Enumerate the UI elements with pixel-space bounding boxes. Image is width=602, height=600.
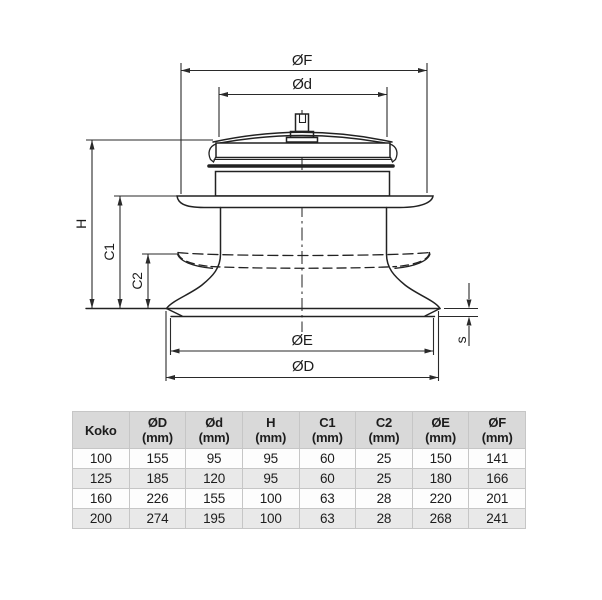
header-unit: (mm) — [481, 430, 513, 445]
vent-cap-outline — [85, 113, 441, 318]
col-header-od-outer: ØD (mm) — [128, 411, 187, 449]
table-cell: 166 — [468, 468, 526, 489]
table-cell: 100 — [241, 488, 300, 509]
col-header-koko: Koko — [72, 411, 130, 449]
table-cell: 60 — [298, 468, 357, 489]
table-cell: 28 — [355, 508, 413, 529]
table-row: 160 226 155 100 63 28 220 201 — [72, 488, 526, 509]
table-cell: 95 — [185, 448, 243, 469]
table-cell: 95 — [241, 468, 300, 489]
base-bevel-left — [165, 307, 183, 317]
table-cell: 200 — [72, 508, 130, 529]
table-cell: 268 — [411, 508, 470, 529]
header-unit: (mm) — [311, 430, 343, 445]
table-cell: 125 — [72, 468, 130, 489]
label-s: s — [453, 336, 469, 343]
vent-cap-drawing-svg: ØF Ød H C1 C2 ØE ØD s — [73, 52, 478, 381]
neck-upper — [214, 170, 391, 197]
table-cell: 120 — [185, 468, 243, 489]
upper-flange — [176, 195, 434, 209]
table-cell: 155 — [185, 488, 243, 509]
header-unit: (mm) — [368, 430, 400, 445]
table-cell: 220 — [411, 488, 470, 509]
table-row: 125 185 120 95 60 25 180 166 — [72, 468, 526, 489]
technical-drawing: ØF Ød H C1 C2 ØE ØD s — [73, 52, 478, 381]
table-cell: 63 — [298, 488, 357, 509]
dimension-of — [180, 63, 428, 194]
table-cell: 226 — [128, 488, 187, 509]
header-label: Koko — [84, 422, 117, 438]
table-cell: 25 — [355, 448, 413, 469]
dome-inner — [219, 134, 386, 144]
dimension-c2 — [142, 253, 178, 309]
header-unit: (mm) — [198, 430, 230, 445]
header-unit: (mm) — [425, 430, 457, 445]
right-clip — [389, 143, 398, 164]
table-cell: 60 — [298, 448, 357, 469]
skirt-right — [385, 206, 441, 310]
dimension-table: Koko ØD (mm) Ød (mm) H (mm) C1 (mm) — [72, 411, 526, 529]
header-label: C2 — [375, 415, 393, 430]
table-cell: 155 — [128, 448, 187, 469]
label-c1: C1 — [101, 243, 117, 261]
table-cell: 274 — [128, 508, 187, 529]
header-label: Ød — [205, 415, 223, 430]
skirt-left — [165, 206, 222, 310]
header-unit: (mm) — [255, 430, 287, 445]
dimension-od-outer — [165, 311, 440, 381]
table-cell: 28 — [355, 488, 413, 509]
header-label: C1 — [319, 415, 336, 430]
dimension-oe — [169, 318, 435, 355]
col-header-c2: C2 (mm) — [355, 411, 413, 449]
table-cell: 95 — [241, 448, 300, 469]
dome-outer — [212, 131, 393, 143]
dimension-table-container: Koko ØD (mm) Ød (mm) H (mm) C1 (mm) — [72, 411, 526, 529]
knob-plate — [285, 136, 319, 143]
label-oe: ØE — [291, 332, 312, 349]
table-cell: 100 — [241, 508, 300, 529]
dimension-h — [86, 139, 213, 309]
table-cell: 141 — [468, 448, 526, 469]
table-cell: 195 — [185, 508, 243, 529]
header-label: H — [266, 415, 276, 430]
hidden-ring — [176, 251, 431, 269]
table-cell: 241 — [468, 508, 526, 529]
label-od-big: ØD — [292, 358, 314, 375]
header-label: ØF — [488, 415, 507, 430]
table-cell: 100 — [72, 448, 130, 469]
table-cell: 150 — [411, 448, 470, 469]
col-header-h: H (mm) — [241, 411, 300, 449]
base-bevel-right — [424, 307, 441, 317]
dimension-s — [438, 283, 478, 346]
header-unit: (mm) — [141, 430, 173, 445]
left-clip — [208, 143, 217, 164]
table-row: 100 155 95 95 60 25 150 141 — [72, 448, 526, 469]
cap-band — [215, 142, 391, 159]
label-od-small: Ød — [292, 76, 311, 93]
header-label: ØD — [147, 415, 167, 430]
col-header-c1: C1 (mm) — [298, 411, 357, 449]
dimension-c1 — [114, 195, 177, 309]
col-header-od-small: Ød (mm) — [185, 411, 243, 449]
col-header-of: ØF (mm) — [468, 411, 526, 449]
knob-slot — [298, 113, 307, 124]
label-h: H — [73, 219, 89, 229]
table-cell: 185 — [128, 468, 187, 489]
header-label: ØE — [431, 415, 450, 430]
table-cell: 25 — [355, 468, 413, 489]
table-cell: 180 — [411, 468, 470, 489]
dimensions — [86, 63, 478, 381]
table-cell: 160 — [72, 488, 130, 509]
table-cell: 201 — [468, 488, 526, 509]
table-row: 200 274 195 100 63 28 268 241 — [72, 508, 526, 529]
col-header-oe: ØE (mm) — [411, 411, 470, 449]
dimension-od — [218, 87, 388, 137]
label-c2: C2 — [129, 272, 145, 290]
header-row: Koko ØD (mm) Ød (mm) H (mm) C1 (mm) — [72, 411, 526, 449]
label-of: ØF — [292, 52, 312, 69]
table-cell: 63 — [298, 508, 357, 529]
